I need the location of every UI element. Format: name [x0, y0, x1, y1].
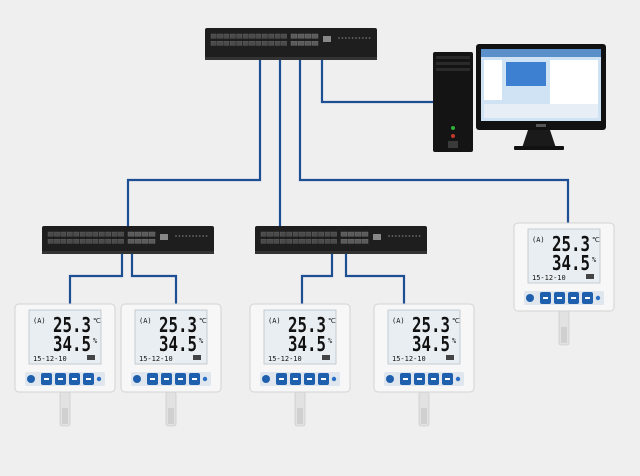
status-led-icon	[331, 376, 337, 382]
date-label: 15-12-10	[33, 355, 67, 363]
date-label: 15-12-10	[532, 274, 566, 282]
brand-logo-icon	[133, 375, 141, 383]
battery-icon	[87, 355, 95, 360]
core-switch	[205, 28, 377, 60]
status-led-icon	[455, 376, 461, 382]
console-port	[323, 36, 331, 42]
status-led-icon	[595, 295, 601, 301]
channel-label: (A)	[392, 317, 405, 325]
access-switch-left	[42, 226, 214, 254]
humidity-value: 34.5	[53, 332, 91, 356]
battery-icon	[446, 355, 454, 360]
humidity-unit: %	[328, 337, 333, 345]
sensor-1: (A) 25.3℃34.5% 15-12-10	[14, 303, 116, 427]
computer-tower	[433, 52, 473, 152]
cable-core-to-left-switch	[126, 58, 262, 228]
date-label: 15-12-10	[139, 355, 173, 363]
switch-ports	[260, 231, 369, 244]
cable-left-switch-to-sensor-1	[68, 252, 124, 306]
cable-right-switch-to-sensor-3	[300, 252, 334, 306]
humidity-value: 34.5	[412, 332, 450, 356]
sensor-5: (A) 25.3℃34.5% 15-12-10	[513, 222, 615, 346]
battery-icon	[193, 355, 201, 360]
cable-core-to-computer	[320, 58, 434, 104]
humidity-unit: %	[93, 337, 98, 345]
sensor-3: (A) 25.3℃34.5% 15-12-10	[249, 303, 351, 427]
brand-logo-icon	[526, 294, 534, 302]
humidity-unit: %	[592, 256, 597, 264]
console-port	[160, 234, 168, 240]
channel-label: (A)	[268, 317, 281, 325]
brand-logo-icon	[386, 375, 394, 383]
network-cables	[68, 58, 570, 306]
date-label: 15-12-10	[268, 355, 302, 363]
switch-ports	[210, 33, 319, 46]
date-label: 15-12-10	[392, 355, 426, 363]
status-led-icon	[96, 376, 102, 382]
temperature-unit: ℃	[328, 317, 336, 325]
battery-icon	[586, 274, 594, 279]
switch-ports	[47, 231, 156, 244]
desktop-computer-icon	[433, 44, 606, 152]
sensor-2: (A) 25.3℃34.5% 15-12-10	[120, 303, 222, 427]
channel-label: (A)	[139, 317, 152, 325]
temperature-unit: ℃	[592, 236, 600, 244]
temperature-value: 25.3	[159, 313, 197, 337]
humidity-unit: %	[452, 337, 457, 345]
temperature-value: 25.3	[552, 232, 590, 256]
humidity-value: 34.5	[159, 332, 197, 356]
cable-left-switch-to-sensor-2	[130, 252, 178, 306]
cable-core-to-sensor-5	[298, 58, 570, 226]
temperature-value: 25.3	[53, 313, 91, 337]
temperature-unit: ℃	[93, 317, 101, 325]
lcd-screen	[527, 228, 601, 284]
brand-logo-icon	[27, 375, 35, 383]
humidity-value: 34.5	[288, 332, 326, 356]
brand-logo-icon	[262, 375, 270, 383]
computer-monitor	[476, 44, 606, 150]
sensor-group: (A)25.3℃34.5%15-12-10(A)25.3℃34.5%15-12-…	[14, 222, 615, 427]
channel-label: (A)	[33, 317, 46, 325]
temperature-value: 25.3	[288, 313, 326, 337]
battery-icon	[322, 355, 330, 360]
humidity-value: 34.5	[552, 251, 590, 275]
humidity-unit: %	[199, 337, 204, 345]
temperature-unit: ℃	[452, 317, 460, 325]
sensor-4: (A) 25.3℃34.5% 15-12-10	[373, 303, 475, 427]
console-port	[373, 234, 381, 240]
cable-right-switch-to-sensor-4	[344, 252, 406, 306]
access-switch-right	[255, 226, 427, 254]
temperature-unit: ℃	[199, 317, 207, 325]
channel-label: (A)	[532, 236, 545, 244]
temperature-value: 25.3	[412, 313, 450, 337]
status-led-icon	[202, 376, 208, 382]
